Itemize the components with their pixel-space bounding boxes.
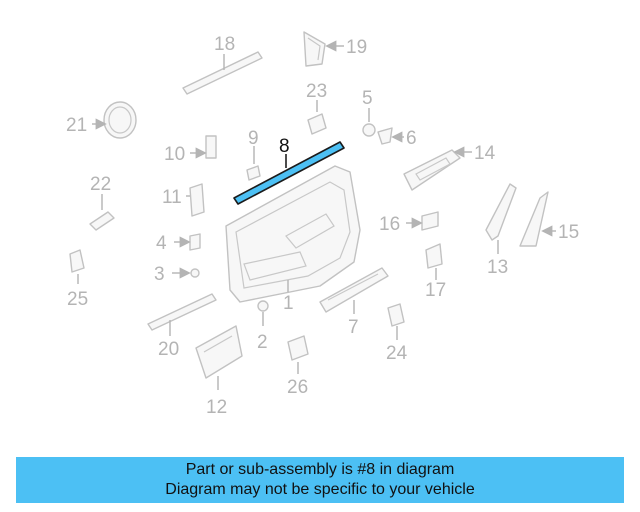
part-21-speaker-cover: 21 [66,101,137,139]
part-18-molding-strip: 18 [182,34,263,95]
label-22: 22 [90,174,111,195]
label-26: 26 [287,377,308,398]
part-13-pillar-trim: 13 [485,183,517,278]
label-4: 4 [156,233,167,254]
label-25: 25 [67,289,88,310]
label-7: 7 [348,317,359,338]
label-16: 16 [379,214,400,235]
label-3: 3 [154,264,165,285]
label-12: 12 [206,397,227,418]
label-9: 9 [248,128,259,149]
part-15-pillar-trim: 15 [519,191,579,247]
part-8-highlight-shape [233,141,345,205]
part-2-screw: 2 [257,300,269,353]
part-23-switch: 23 [306,81,327,135]
label-14: 14 [474,143,496,164]
part-3-screw: 3 [154,264,200,285]
part-16-clip: 16 [379,211,439,235]
label-2: 2 [257,332,268,353]
label-23: 23 [306,81,327,102]
part-24-clip: 24 [386,303,408,364]
banner-line-1: Part or sub-assembly is #8 in diagram [185,461,455,478]
parts-diagram: 18 19 21 23 5 6 9 10 [66,31,579,418]
part-26-switch: 26 [287,335,309,398]
label-18: 18 [214,34,235,55]
label-17: 17 [425,280,446,301]
label-8: 8 [279,136,290,157]
part-9-clip: 9 [246,128,261,181]
label-6: 6 [406,128,417,149]
label-21: 21 [66,115,87,136]
label-10: 10 [164,144,185,165]
banner-line-2: Diagram may not be specific to your vehi… [165,481,475,498]
part-8-window-sweep: 8 [233,136,345,205]
label-11: 11 [162,187,182,208]
label-24: 24 [386,343,408,364]
label-15: 15 [558,222,579,243]
part-25-clip: 25 [67,249,88,310]
part-19-mirror-trim: 19 [303,31,367,67]
part-6-bracket: 6 [377,127,417,149]
part-20-sill-strip: 20 [147,293,217,360]
part-4-clip: 4 [156,233,201,254]
part-11-bracket: 11 [162,183,205,217]
part-22-handle-bezel: 22 [89,174,115,231]
info-banner: Part or sub-assembly is #8 in diagram Di… [16,457,624,503]
label-20: 20 [158,339,179,360]
label-19: 19 [346,37,367,58]
part-7-armrest-trim: 7 [319,267,389,338]
part-1-door-panel: 1 [225,165,361,314]
part-14-switch-panel: 14 [403,143,496,191]
part-5-clip: 5 [362,88,376,137]
label-5: 5 [362,88,373,109]
part-12-inner-carrier: 12 [195,325,243,418]
label-13: 13 [487,257,508,278]
label-1: 1 [283,293,294,314]
part-17-cover: 17 [425,243,446,301]
part-10-fastener: 10 [164,135,217,165]
